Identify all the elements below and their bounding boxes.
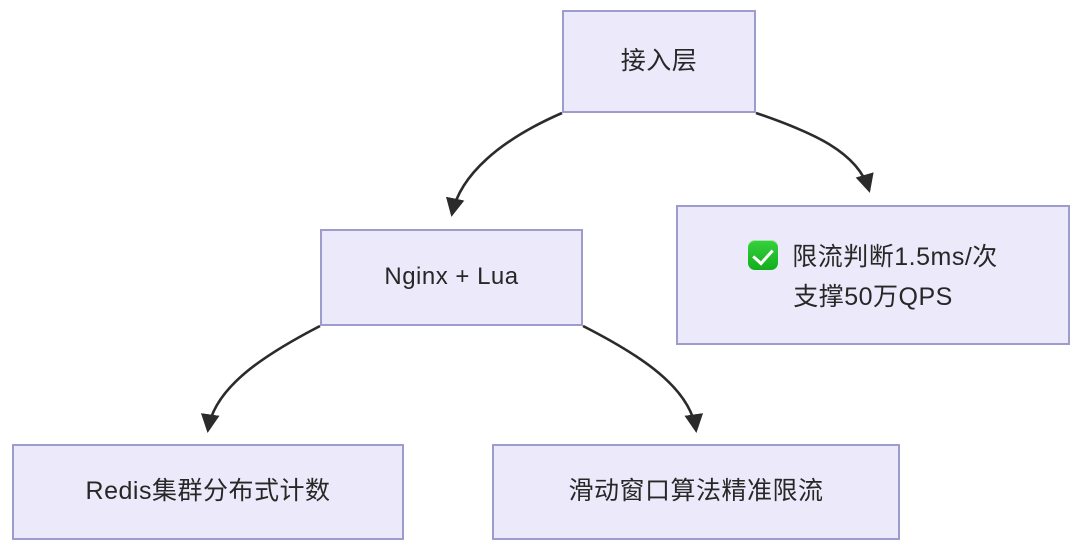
node-nginx-label: Nginx + Lua — [384, 263, 519, 291]
node-metrics-line1-label: 限流判断1.5ms/次 — [792, 243, 998, 271]
node-redis-label: Redis集群分布式计数 — [85, 477, 331, 506]
node-metrics-line1: 限流判断1.5ms/次 — [692, 237, 1054, 273]
node-metrics-content: 限流判断1.5ms/次 支撑50万QPS — [678, 237, 1068, 313]
node-redis[interactable]: Redis集群分布式计数 — [12, 444, 404, 540]
node-ingress-label: 接入层 — [620, 46, 698, 75]
green-check-icon — [748, 240, 779, 270]
edge-ingress-to-nginx — [446, 111, 563, 217]
node-metrics-line2-label: 支撑50万QPS — [793, 283, 953, 311]
node-window[interactable]: 滑动窗口算法精准限流 — [492, 444, 900, 540]
node-metrics-note[interactable]: 限流判断1.5ms/次 支撑50万QPS — [676, 205, 1070, 345]
node-ingress[interactable]: 接入层 — [562, 10, 756, 113]
node-nginx[interactable]: Nginx + Lua — [320, 229, 583, 326]
edge-ingress-to-metrics — [755, 111, 874, 193]
edge-nginx-to-redis — [200, 324, 321, 433]
node-window-label: 滑动窗口算法精准限流 — [568, 477, 824, 506]
